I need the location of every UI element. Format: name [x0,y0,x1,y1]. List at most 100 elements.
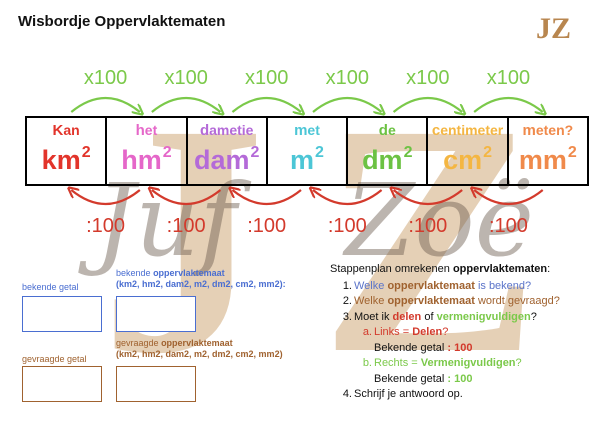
multiply-label: x100 [487,67,530,89]
unit-cell-hm: het hm2 [107,118,188,184]
unit-symbol-exponent: 2 [315,144,324,161]
divide-label: :100 [247,215,286,237]
step-3-text-e: ? [530,310,537,323]
unit-mnemonic-rest: e [387,122,396,138]
multiply-arrow [231,96,301,112]
step-3-text-c: of [424,310,434,323]
unit-mnemonic-initial: d [199,122,210,139]
step-3a: a.Links = Delen? [330,325,592,341]
asked-value-label: gevraagde getal [22,354,87,364]
step-2-text-a: Welke [354,295,385,307]
step-3-number: 3. [342,310,352,323]
unit-cell-cm: centimeter cm2 [428,118,509,184]
unit-cell-mm: meten?mm2 [509,118,587,184]
step-3b-value-sep: : [447,372,452,385]
unit-symbol-base: cm [443,145,483,175]
unit-symbol-base: hm [121,145,162,175]
multiply-label: x100 [84,67,127,89]
asked-value-input-box[interactable] [22,366,102,402]
unit-mnemonic: met [268,122,346,139]
unit-mnemonic: dametie [188,122,266,139]
known-unit-options: (km2, hm2, dam2, m2, dm2, cm2, mm2): [116,279,286,289]
unit-symbol-exponent: 2 [162,144,172,161]
divide-label: :100 [86,215,125,237]
step-3b-value-label: Bekende getal [374,372,445,385]
asked-unit-word: oppervlaktemaat [161,338,233,348]
step-3-text-a: Moet ik [354,310,390,323]
unit-symbol: dam2 [188,139,266,174]
unit-mnemonic-rest: eten? [535,122,574,138]
unit-symbol-base: dam [193,145,250,175]
unit-mnemonic: het [107,122,185,139]
step-2-text-c: wordt gevraagd? [477,295,560,307]
step-3: 3.Moet ik delen of vermenigvuldigen? [330,310,592,326]
unit-mnemonic: de [348,122,426,139]
step-3b-value: 100 [454,372,473,385]
unit-symbol-base: m [290,145,315,175]
divide-arrow [394,190,463,206]
unit-symbol-exponent: 2 [403,144,413,161]
unit-mnemonic-rest: et [307,122,320,138]
known-unit-label: bekende oppervlaktemaat (km2, hm2, dam2,… [116,268,286,290]
unit-symbol-base: km [41,145,81,175]
unit-mnemonic: Kan [27,122,105,139]
unit-mnemonic-initial: m [522,122,536,139]
multiply-arrow [312,96,382,112]
known-value-input-box[interactable] [22,296,102,332]
unit-mnemonic-rest: ametie [209,122,254,138]
step-2: 2.Welke oppervlaktemaat wordt gevraagd? [330,294,592,310]
multiply-label: x100 [406,67,449,89]
divide-label: :100 [489,215,528,237]
divide-arrow [71,190,141,206]
steps-heading-suffix: : [547,263,551,275]
unit-symbol-exponent: 2 [483,144,493,161]
step-3b-text-b: Vermenigvuldigen [420,357,516,369]
known-value-label: bekende getal [22,282,79,292]
asked-unit-label: gevraagde oppervlaktemaat (km2, hm2, dam… [116,338,283,360]
step-2-number: 2. [342,295,352,307]
step-1-text-b: oppervlaktemaat [387,279,475,292]
divide-label: :100 [408,215,447,237]
divide-arrow [474,190,544,206]
asked-unit-prefix: gevraagde [116,338,159,348]
step-3b: b.Rechts = Vermenigvuldigen? [330,356,592,372]
unit-symbol: dm2 [348,139,426,174]
logo-letters: JZ [536,12,571,44]
step-4: 4.Schrijf je antwoord op. [330,387,592,403]
step-3a-value-label: Bekende getal [374,341,445,354]
unit-symbol: mm2 [509,139,587,174]
multiply-arrow [70,96,140,112]
unit-symbol: km2 [27,139,105,174]
unit-mnemonic-rest: et [144,122,158,138]
multiply-arrow [392,96,463,112]
step-4-text: Schrijf je antwoord op. [354,388,463,400]
steps-heading-prefix: Stappenplan omrekenen [330,263,450,275]
step-3b-text-c: ? [515,357,522,369]
step-3-text-d: vermenigvuldigen [436,310,531,323]
known-unit-input-box[interactable] [116,296,196,332]
known-unit-word: oppervlaktemaat [153,268,225,278]
steps-heading: Stappenplan omrekenen oppervlaktematen: [330,262,592,278]
step-3b-value: Bekende getal : 100 [330,372,592,388]
conversion-steps: Stappenplan omrekenen oppervlaktematen: … [330,262,592,403]
unit-symbol-exponent: 2 [81,144,91,161]
juf-zoe-logo: JZ [532,10,582,45]
unit-mnemonic-rest: entimeter [440,122,504,138]
step-1-number: 1. [342,279,352,292]
step-3a-text-b: Delen [412,326,443,338]
asked-unit-input-box[interactable] [116,366,196,402]
known-unit-prefix: bekende [116,268,151,278]
step-3b-number: b. [362,357,372,369]
multiply-arrow [151,96,221,112]
step-1-text-a: Welke [354,279,385,292]
multiply-label: x100 [164,67,207,89]
steps-heading-bold: oppervlaktematen [452,263,548,275]
divide-arrow [232,190,302,206]
step-3a-value-sep: : [447,341,452,354]
unit-mnemonic: centimeter [428,122,506,139]
step-4-number: 4. [342,388,352,400]
step-1: 1.Welke oppervlaktemaat is bekend? [330,279,592,295]
multiply-label: x100 [245,67,288,89]
